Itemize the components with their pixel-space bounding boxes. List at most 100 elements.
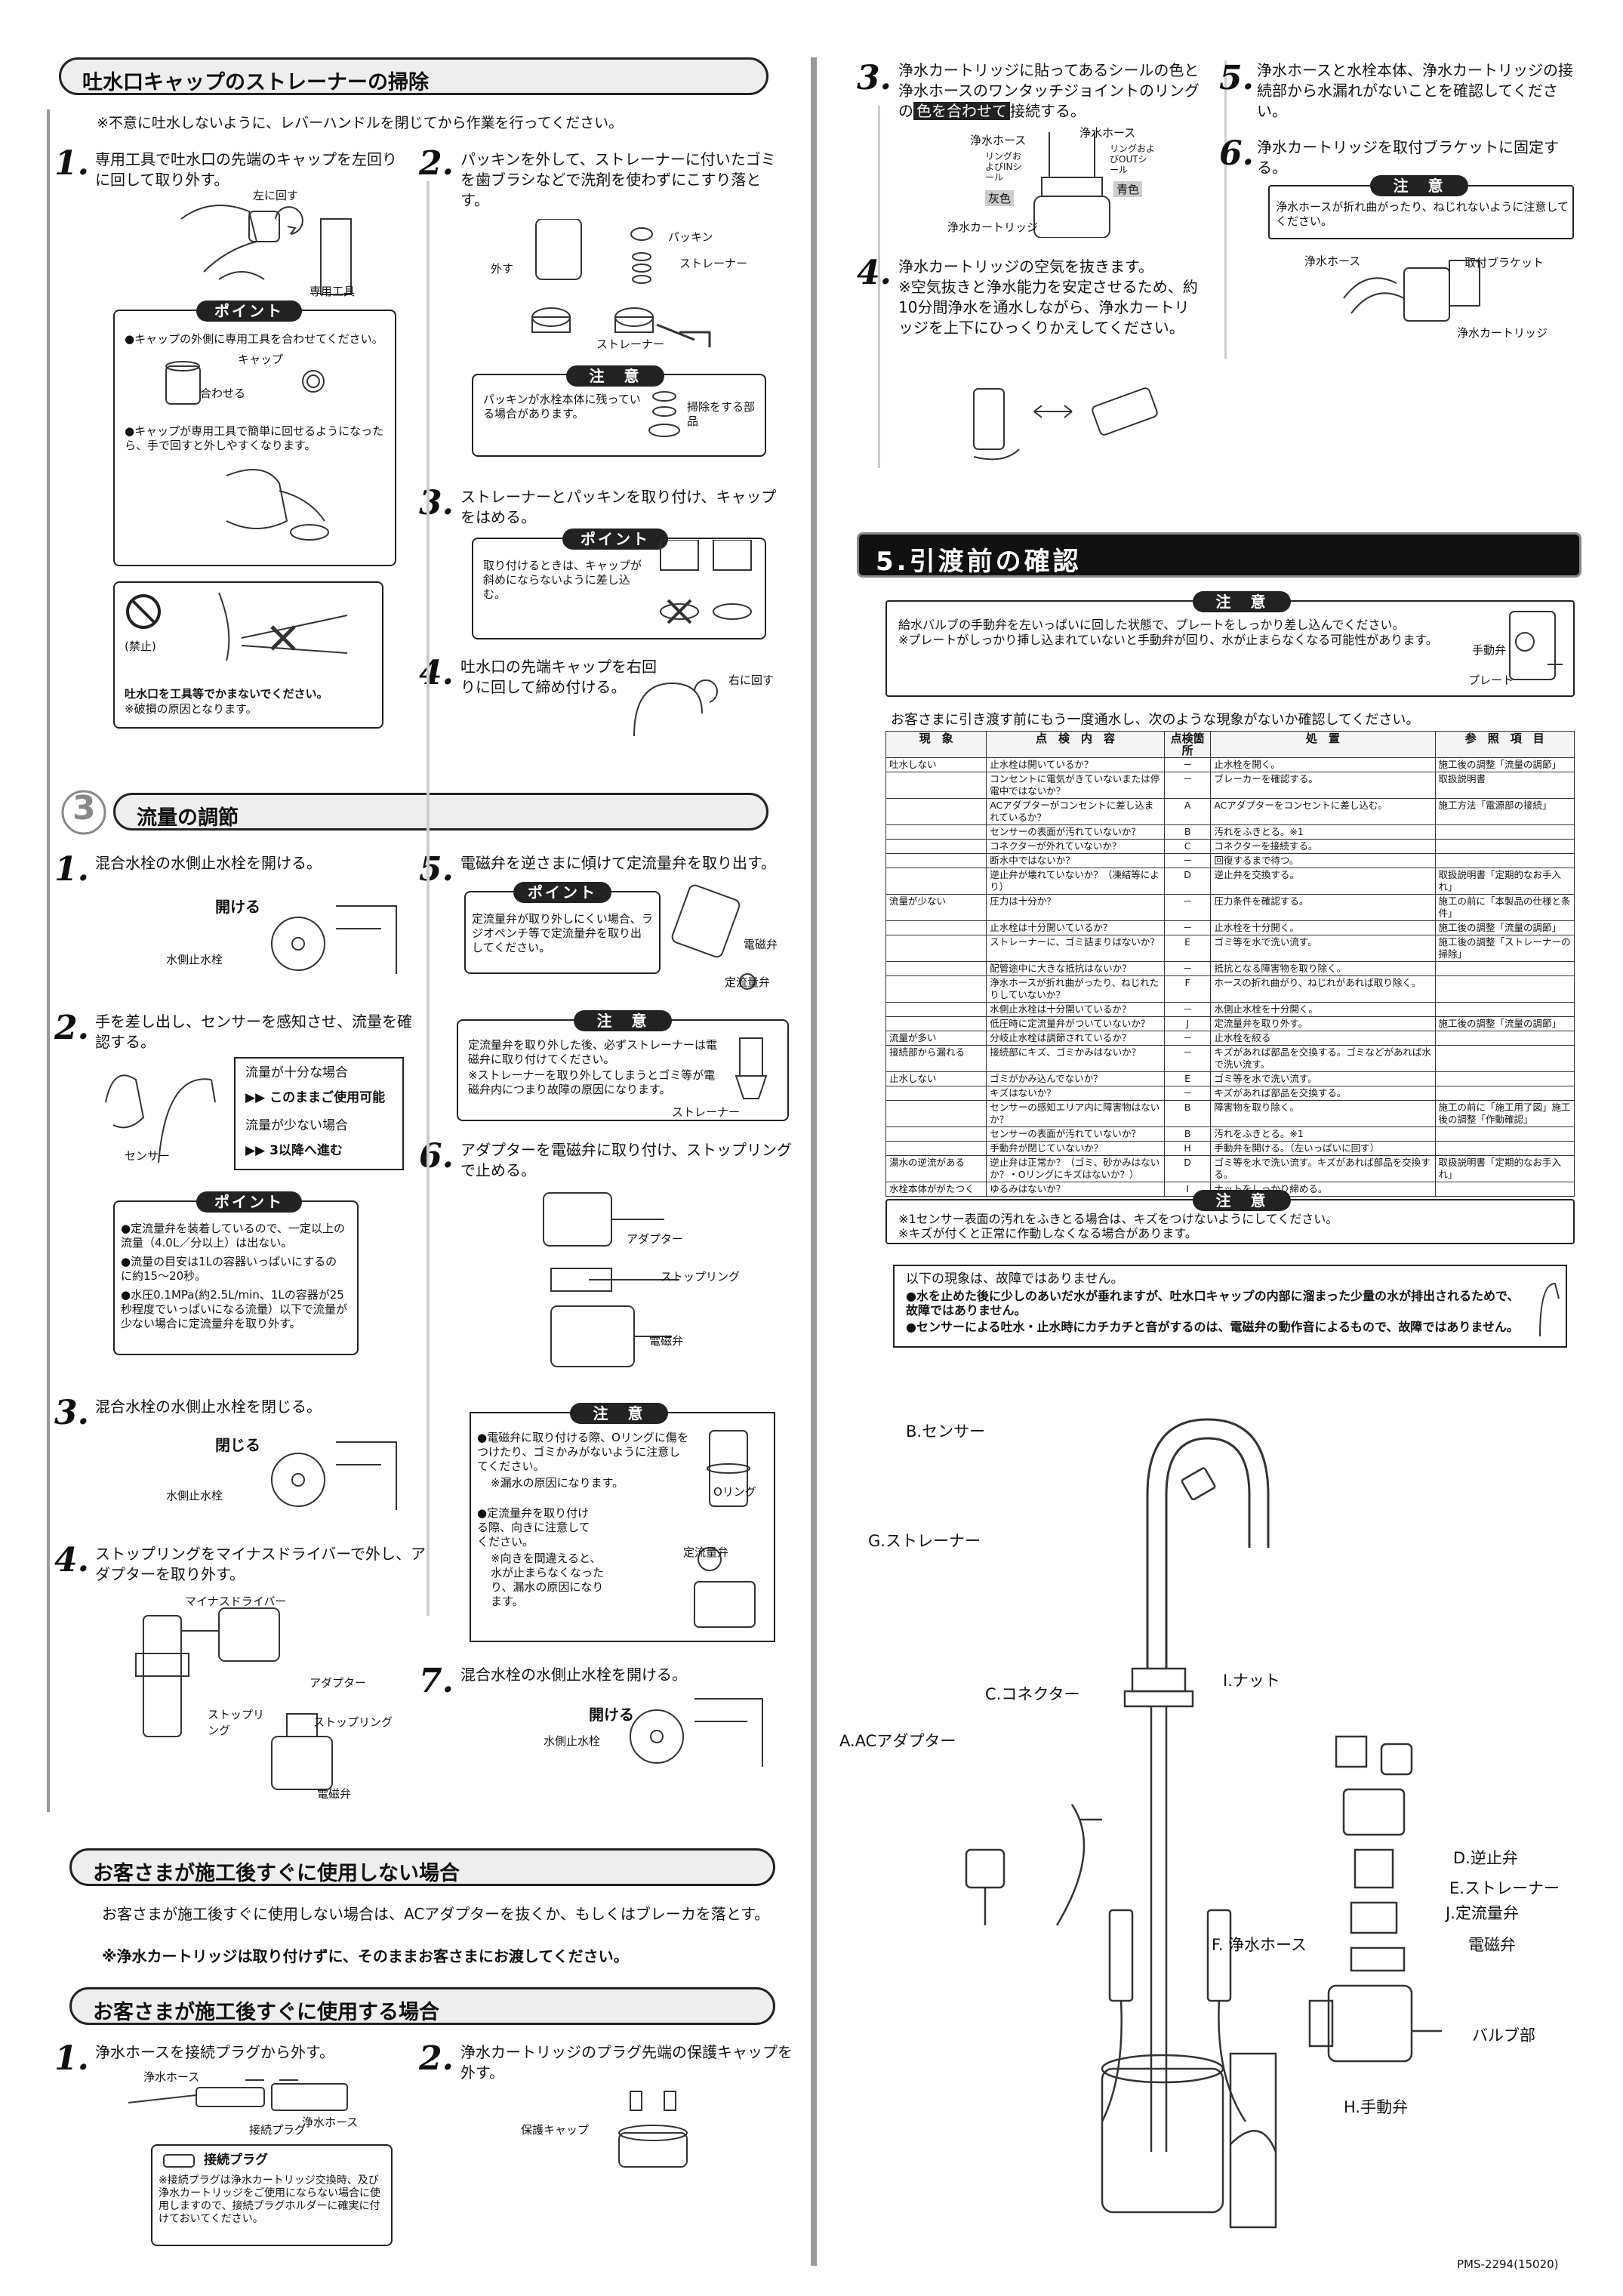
plug-box-title: 接続プラグ [204, 2153, 268, 2168]
table-row: 流量が多い分岐止水栓は調節されているか？－止水栓を絞る [885, 1031, 1575, 1046]
section-circle-icon [61, 790, 106, 835]
table-cell [885, 1126, 987, 1142]
label-hose: 浄水ホース [1304, 254, 1361, 268]
label-oring: Oリング [713, 1485, 756, 1499]
label-flow-valve: J.定流量弁 [1446, 1904, 1519, 1922]
table-cell: 圧力は十分か？ [986, 894, 1165, 921]
label-packing: パッキン [668, 230, 713, 244]
table-cell: キズがあれば部品を交換する。ゴミなどがあれば水で洗い流す。 [1210, 1045, 1436, 1072]
stopring-removal-illustration [135, 1607, 333, 1790]
table-cell: 止水栓を開く。 [1210, 757, 1436, 772]
table-header-cell: 点検箇所 [1163, 731, 1212, 758]
point-bullets: ●定流量弁を装着しているので、一定以上の流量（4.0L／分以上）は出ない。 ●流… [121, 1222, 347, 1336]
table-cell: 止水栓は開いているか？ [986, 757, 1165, 772]
valve-open-illustration [630, 1698, 763, 1767]
prohibit-sub: ※破損の原因となります。 [125, 702, 257, 716]
table-cell: 逆止弁が壊れていないか？（凍結等により） [986, 868, 1165, 895]
table-cell: 抵抗となる障害物を取り除く。 [1210, 961, 1436, 976]
point-bullet: ●定流量弁を装着しているので、一定以上の流量（4.0L／分以上）は出ない。 [121, 1222, 346, 1250]
table-cell [1434, 1141, 1575, 1156]
caution-box-oring [470, 1412, 775, 1642]
label-strainer: ストレーナー [679, 257, 748, 270]
flow-ng: 流量が少ない場合 [245, 1118, 348, 1133]
table-cell: － [1163, 853, 1212, 868]
table-cell: 取扱説明書「定期的なお手入れ」 [1434, 1155, 1575, 1182]
table-cell: 水側止水栓は十分開いているか？ [986, 1002, 1165, 1017]
table-cell: キズはないか？ [986, 1086, 1165, 1101]
table-cell: コネクターを接続する。 [1210, 839, 1436, 854]
table-row: 流量が少ない圧力は十分か？－圧力条件を確認する。施工の前に「本製品の仕様と条件」 [885, 894, 1575, 921]
table-cell: － [1163, 1031, 1212, 1046]
table-cell: 止水栓を十分開く。 [1210, 920, 1436, 935]
table-cell [885, 1086, 987, 1101]
table-cell: センサーの感知エリア内に障害物はないか？ [986, 1100, 1165, 1127]
table-header-row: 現 象点 検 内 容点検箇所処 置参 照 項 目 [885, 731, 1575, 758]
not-failure-box [893, 1265, 1567, 1348]
step-number: 5. [1219, 59, 1254, 97]
point-text: 取り付けるときは、キャップが斜めにならないように差し込む。 [483, 559, 642, 601]
adapter-attach-illustration [543, 1192, 679, 1367]
table-cell: 汚れをふきとる。※1 [1210, 824, 1436, 840]
plug-box-text: ※接続プラグは浄水カートリッジ交換時、及び浄水カートリッジをご使用にならない場合… [159, 2174, 380, 2225]
table-cell: － [1163, 1002, 1212, 1017]
point-title: ポイント [196, 300, 302, 322]
table-cell [885, 798, 987, 825]
table-cell: キズがあれば部品を交換する。 [1210, 1086, 1436, 1101]
table-cell [1434, 1045, 1575, 1072]
label-gray: 灰色 [985, 190, 1015, 206]
table-cell [885, 868, 987, 895]
table-cell: H [1163, 1141, 1212, 1156]
point-title: ポイント [513, 882, 611, 903]
table-cell [1434, 1182, 1575, 1197]
step-text: 手を差し出し、センサーを感知させ、流量を確認する。 [95, 1012, 412, 1051]
bracket-illustration [1343, 260, 1480, 322]
label-hose: 浄水ホース [143, 2070, 200, 2084]
check-intro: お客さまに引き渡す前にもう一度通水し、次のような現象がないか確認してください。 [891, 712, 1420, 728]
step-text: 浄水ホースと水栓本体、浄水カートリッジの接続部から水漏れがないことを確認してくだ… [1257, 61, 1573, 120]
table-row: 接続部から漏れる接続部にキズ、ゴミかみはないか？－キズがあれば部品を交換する。ゴ… [885, 1045, 1575, 1072]
label-strainer: ストレーナー [672, 1105, 741, 1119]
table-cell: ゆるみはないか？ [986, 1182, 1165, 1197]
caution-text: ※1センサー表面の汚れをふきとる場合は、キズをつけないようにしてください。 [898, 1212, 1338, 1226]
label-water-valve: 水側止水栓 [166, 1489, 223, 1502]
caution-label: 掃除をする部品 [687, 400, 756, 428]
label-hose: 浄水ホース [302, 2116, 359, 2129]
table-cell: 水栓本体ががたつく [885, 1182, 987, 1197]
label-flow-valve: 定流量弁 [683, 1546, 729, 1559]
section-circle-number: 3 [72, 789, 96, 827]
table-row: 断水中ではないか？－回復するまで待つ。 [885, 853, 1575, 868]
cap-removal-illustration [180, 205, 352, 295]
strainer-part-illustration [735, 1037, 768, 1099]
step-text: 混合水栓の水側止水栓を開ける。 [460, 1666, 687, 1684]
table-cell: 配管途中に大きな抵抗はないか？ [986, 961, 1165, 976]
label-plate: プレート [1468, 673, 1514, 687]
table-cell: ストレーナーに、ゴミ詰まりはないか？ [986, 935, 1165, 962]
table-cell: 回復するまで待つ。 [1210, 853, 1436, 868]
table-cell [885, 1002, 987, 1017]
valve-close-illustration [271, 1441, 397, 1510]
step-text: ストレーナーとパッキンを取り付け、キャップをはめる。 [460, 488, 777, 526]
table-cell: － [1163, 920, 1212, 935]
table-cell: － [1163, 757, 1212, 772]
table-cell: 取扱説明書「定期的なお手入れ」 [1434, 868, 1575, 895]
table-cell: 定流量弁を取り外す。 [1210, 1016, 1436, 1031]
plug-icon [163, 2154, 195, 2168]
step-text: 吐水口の先端キャップを右回りに回して締め付ける。 [460, 658, 657, 696]
caution-box-plate [885, 600, 1575, 697]
label-remove: 外す [491, 262, 514, 276]
table-cell: ゴミがかみ込んでないか？ [986, 1071, 1165, 1086]
cartridge-connect-illustration [1033, 132, 1110, 238]
label-close: 閉じる [215, 1436, 260, 1454]
caution-title: 注 意 [570, 1403, 668, 1424]
caution-sub: ※漏水の原因になります。 [491, 1476, 624, 1490]
table-row: コンセントに電気がきていないまたは停電中ではないか？－ブレーカーを確認する。取扱… [885, 772, 1575, 799]
point-text: 定流量弁が取り外しにくい場合、ラジオペンチ等で定流量弁を取り出してください。 [472, 912, 653, 954]
caution-text: 定流量弁を取り外した後、必ずストレーナーは電磁弁に取り付けてください。 [468, 1038, 718, 1066]
table-cell [1434, 975, 1575, 1003]
table-cell: 取扱説明書 [1434, 772, 1575, 799]
table-cell: 施工の前に「本製品の仕様と条件」 [1434, 894, 1575, 921]
